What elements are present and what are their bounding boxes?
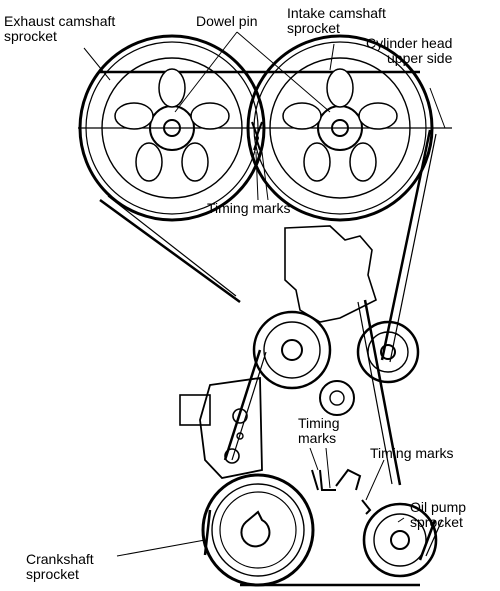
timing-belt-inner <box>107 133 443 557</box>
crankshaft-sprocket <box>201 473 315 587</box>
engine-block-outline <box>284 225 377 323</box>
label-timing-marks-top: Timing marks <box>207 200 291 216</box>
crank-timing-marks <box>311 468 362 491</box>
leader-lines <box>83 31 446 557</box>
intake-camshaft-sprocket <box>246 34 434 222</box>
label-dowel-pin: Dowel pin <box>196 13 258 29</box>
label-timing-marks-right: Timing marks <box>370 445 454 461</box>
idler-pulley <box>356 320 420 384</box>
timing-belt <box>99 70 437 587</box>
label-exhaust-camshaft-sprocket: Exhaust camshaft sprocket <box>4 13 116 44</box>
label-intake-camshaft-sprocket: Intake camshaft sprocket <box>287 5 386 36</box>
label-timing-marks-middle: Timing marks <box>298 415 340 446</box>
small-pulley <box>319 380 355 416</box>
oil-pump-sprocket <box>362 502 438 578</box>
tensioner-pulley <box>252 310 332 390</box>
label-crankshaft-sprocket: Crankshaft sprocket <box>26 551 94 582</box>
label-oil-pump-sprocket: Oil pump sprocket <box>410 499 467 530</box>
oil-pump-timing-mark <box>361 499 372 515</box>
cam-timing-marks <box>251 121 263 151</box>
tensioner-bracket <box>179 376 263 479</box>
exhaust-camshaft-sprocket <box>78 34 266 222</box>
label-cylinder-head-upper-side: Cylinder head upper side <box>366 35 453 66</box>
